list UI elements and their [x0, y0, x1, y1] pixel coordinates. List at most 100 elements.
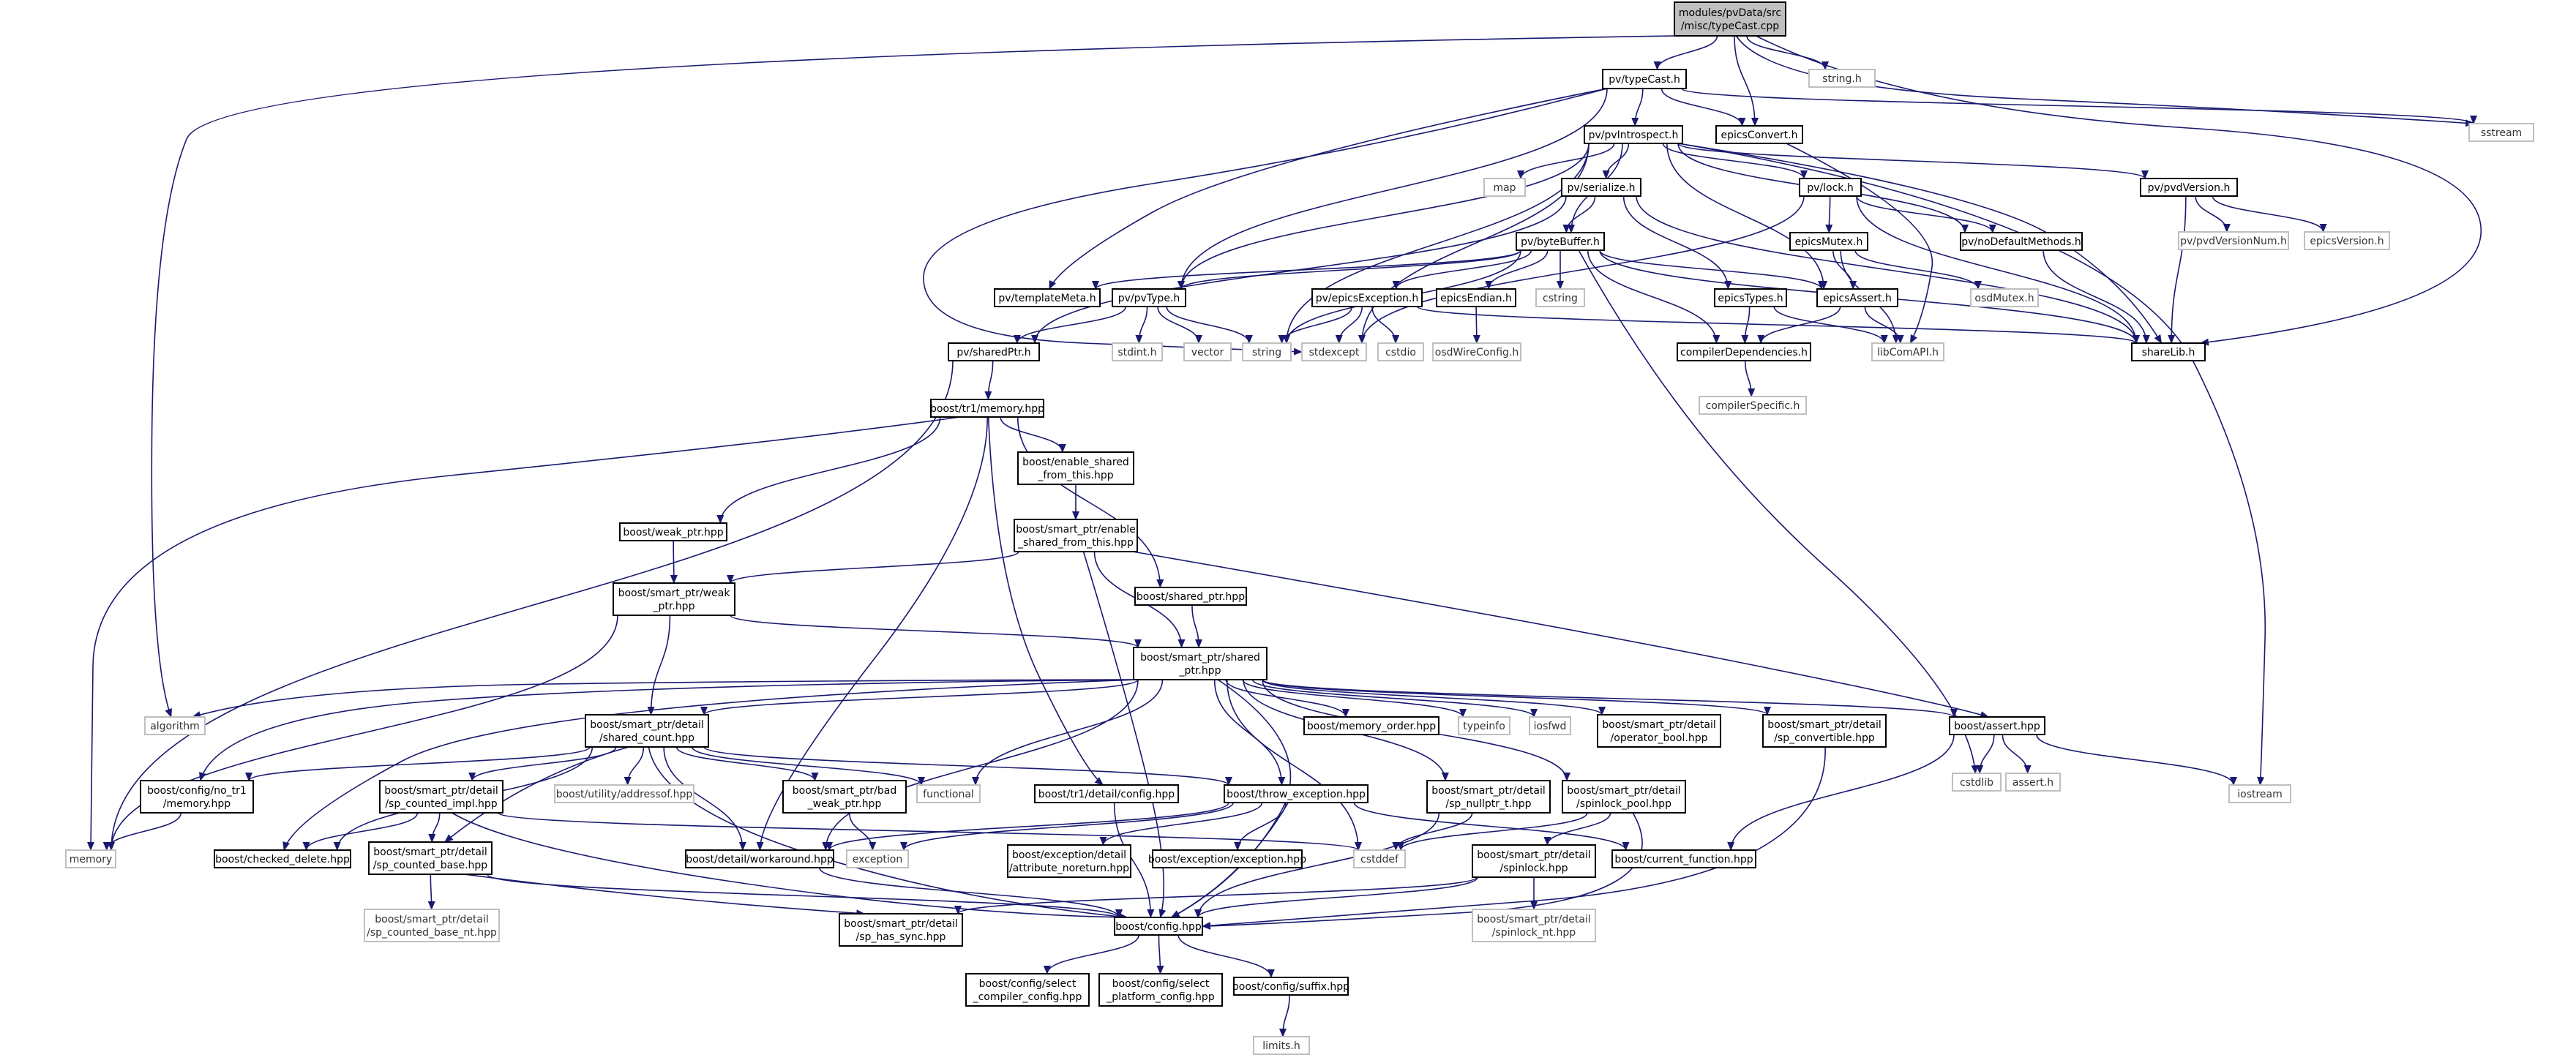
- node-label: _compiler_config.hpp: [973, 991, 1082, 1003]
- node-selectPlatform[interactable]: boost/config/select_platform_config.hpp: [1098, 973, 1223, 1007]
- node-spNullptr[interactable]: boost/smart_ptr/detail/sp_nullptr_t.hpp: [1426, 780, 1551, 814]
- node-checkedDelete[interactable]: boost/checked_delete.hpp: [214, 849, 351, 868]
- node-workaround[interactable]: boost/detail/workaround.hpp: [685, 849, 834, 868]
- node-spConvertible[interactable]: boost/smart_ptr/detail/sp_convertible.hp…: [1762, 714, 1887, 748]
- node-functional[interactable]: functional: [916, 784, 981, 803]
- node-exceptionHpp[interactable]: boost/exception/exception.hpp: [1148, 849, 1306, 868]
- node-spCountedImpl[interactable]: boost/smart_ptr/detail/sp_counted_impl.h…: [379, 780, 503, 814]
- node-box: [1602, 69, 1687, 89]
- edge-spEnableShared-to-spWeakPtr: [727, 551, 1019, 584]
- node-pvType[interactable]: pv/pvType.h: [1112, 288, 1186, 307]
- node-serialize[interactable]: pv/serialize.h: [1561, 178, 1641, 197]
- node-compilerSpec[interactable]: compilerSpecific.h: [1699, 396, 1807, 415]
- node-operatorBool[interactable]: boost/smart_ptr/detail/operator_bool.hpp: [1597, 714, 1721, 748]
- node-exception[interactable]: exception: [846, 849, 909, 868]
- node-cstdlib[interactable]: cstdlib: [1952, 773, 2002, 792]
- node-sharedPtr[interactable]: pv/sharedPtr.h: [948, 342, 1040, 361]
- node-noTr1Memory[interactable]: boost/config/no_tr1/memory.hpp: [140, 780, 254, 814]
- node-spinlockNt[interactable]: boost/smart_ptr/detail/spinlock_nt.hpp: [1472, 909, 1596, 942]
- node-label: boost/smart_ptr/enable: [1016, 524, 1136, 536]
- node-currentFunction[interactable]: boost/current_function.hpp: [1611, 849, 1756, 868]
- node-vector[interactable]: vector: [1183, 342, 1232, 361]
- node-sstream[interactable]: sstream: [2468, 123, 2534, 142]
- node-label: _ptr.hpp: [653, 601, 695, 612]
- node-epicsAssert[interactable]: epicsAssert.h: [1816, 288, 1898, 307]
- node-templateMeta[interactable]: pv/templateMeta.h: [994, 288, 1101, 307]
- node-spHasSync[interactable]: boost/smart_ptr/detail/sp_has_sync.hpp: [839, 913, 963, 947]
- node-algorithm[interactable]: algorithm: [144, 716, 206, 735]
- node-attrNoreturn[interactable]: boost/exception/detail/attribute_noretur…: [1007, 844, 1131, 878]
- node-box: [1677, 342, 1811, 361]
- edge-sharedCount-to-boostConfig: [648, 746, 1128, 920]
- node-sharedPtrHpp[interactable]: boost/shared_ptr.hpp: [1134, 587, 1247, 606]
- node-compilerDep[interactable]: compilerDependencies.h: [1677, 342, 1811, 361]
- node-cstdio[interactable]: cstdio: [1377, 342, 1424, 361]
- node-label: typeinfo: [1463, 721, 1505, 732]
- node-epicsTypes[interactable]: epicsTypes.h: [1714, 288, 1787, 307]
- node-suffix[interactable]: boost/config/suffix.hpp: [1232, 977, 1349, 996]
- node-typeCast[interactable]: pv/typeCast.h: [1602, 69, 1687, 89]
- node-label: libComAPI.h: [1877, 347, 1939, 358]
- node-libComAPI[interactable]: libComAPI.h: [1871, 342, 1944, 361]
- node-throwException[interactable]: boost/throw_exception.hpp: [1224, 784, 1368, 803]
- node-addressof[interactable]: boost/utility/addressof.hpp: [554, 784, 694, 803]
- node-spinlock[interactable]: boost/smart_ptr/detail/spinlock.hpp: [1472, 844, 1596, 878]
- node-spCountedBase[interactable]: boost/smart_ptr/detail/sp_counted_base.h…: [368, 841, 493, 875]
- node-spWeakPtr[interactable]: boost/smart_ptr/weak_ptr.hpp: [613, 582, 735, 616]
- node-boostConfig[interactable]: boost/config.hpp: [1114, 917, 1203, 936]
- node-memory[interactable]: memory: [65, 849, 116, 868]
- node-pvdVersionNum[interactable]: pv/pvdVersionNum.h: [2178, 231, 2289, 250]
- node-osdWireConfig[interactable]: osdWireConfig.h: [1432, 342, 1521, 361]
- node-enableShared[interactable]: boost/enable_shared_from_this.hpp: [1017, 451, 1134, 485]
- node-cstring[interactable]: cstring: [1535, 288, 1585, 307]
- node-badWeakPtr[interactable]: boost/smart_ptr/bad_weak_ptr.hpp: [782, 780, 907, 814]
- node-epicsVersion[interactable]: epicsVersion.h: [2304, 231, 2390, 250]
- node-epicsMutex[interactable]: epicsMutex.h: [1789, 232, 1868, 251]
- node-tr1memory[interactable]: boost/tr1/memory.hpp: [930, 399, 1044, 418]
- node-label: epicsConvert.h: [1721, 129, 1797, 141]
- edge-epicsTypes-to-compilerDep: [1741, 306, 1751, 344]
- edge-spCountedImpl-to-cstddef: [498, 812, 1362, 851]
- node-label: _from_this.hpp: [1037, 470, 1113, 481]
- node-spSharedPtr[interactable]: boost/smart_ptr/shared_ptr.hpp: [1133, 647, 1268, 680]
- node-byteBuffer[interactable]: pv/byteBuffer.h: [1516, 232, 1605, 251]
- edge-boostAssert-to-cstdlib: [1976, 734, 1995, 774]
- node-noDefault[interactable]: pv/noDefaultMethods.h: [1960, 232, 2083, 251]
- node-string[interactable]: string: [1242, 342, 1292, 361]
- node-epicsConvert[interactable]: epicsConvert.h: [1715, 125, 1803, 144]
- edge-typeCast-to-pvIntrospect: [1631, 88, 1644, 127]
- node-spCountedBaseNt[interactable]: boost/smart_ptr/detail/sp_counted_base_n…: [364, 909, 500, 942]
- node-spEnableShared[interactable]: boost/smart_ptr/enable_shared_from_this.…: [1014, 519, 1138, 552]
- node-map[interactable]: map: [1483, 178, 1526, 197]
- node-stringh[interactable]: string.h: [1808, 69, 1876, 88]
- node-weakPtrHpp[interactable]: boost/weak_ptr.hpp: [619, 522, 727, 541]
- node-spinlockPool[interactable]: boost/smart_ptr/detail/spinlock_pool.hpp: [1562, 780, 1686, 814]
- node-label: /sp_has_sync.hpp: [856, 931, 946, 943]
- node-sharedCount[interactable]: boost/smart_ptr/detail/shared_count.hpp: [585, 714, 709, 748]
- node-shareLib[interactable]: shareLib.h: [2131, 342, 2206, 361]
- node-epicsEndian[interactable]: epicsEndian.h: [1436, 288, 1516, 307]
- node-cstddef[interactable]: cstddef: [1353, 849, 1406, 868]
- node-pvdVersion[interactable]: pv/pvdVersion.h: [2140, 178, 2238, 197]
- node-iosfwd[interactable]: iosfwd: [1529, 716, 1571, 735]
- node-boostAssert[interactable]: boost/assert.hpp: [1949, 716, 2045, 735]
- node-memoryOrder[interactable]: boost/memory_order.hpp: [1303, 716, 1439, 735]
- node-pvIntrospect[interactable]: pv/pvIntrospect.h: [1584, 125, 1683, 144]
- node-stdexcept[interactable]: stdexcept: [1301, 342, 1367, 361]
- node-epicsException[interactable]: pv/epicsException.h: [1311, 288, 1423, 307]
- node-label: boost/smart_ptr/detail: [1567, 785, 1680, 797]
- node-selectCompiler[interactable]: boost/config/select_compiler_config.hpp: [965, 973, 1090, 1007]
- node-tr1Config[interactable]: boost/tr1/detail/config.hpp: [1034, 784, 1179, 803]
- node-typeinfo[interactable]: typeinfo: [1458, 716, 1510, 735]
- node-stdint[interactable]: stdint.h: [1112, 342, 1163, 361]
- node-lock[interactable]: pv/lock.h: [1799, 178, 1862, 197]
- node-box: [2178, 231, 2289, 250]
- node-limits[interactable]: limits.h: [1253, 1036, 1310, 1055]
- node-iostream[interactable]: iostream: [2228, 784, 2291, 803]
- node-asserth[interactable]: assert.h: [2005, 773, 2061, 792]
- node-root[interactable]: modules/pvData/src/misc/typeCast.cpp: [1674, 1, 1786, 37]
- node-osdMutex[interactable]: osdMutex.h: [1970, 288, 2039, 307]
- edge-lock-to-noDefault: [1856, 195, 1996, 233]
- node-box: [1516, 232, 1605, 251]
